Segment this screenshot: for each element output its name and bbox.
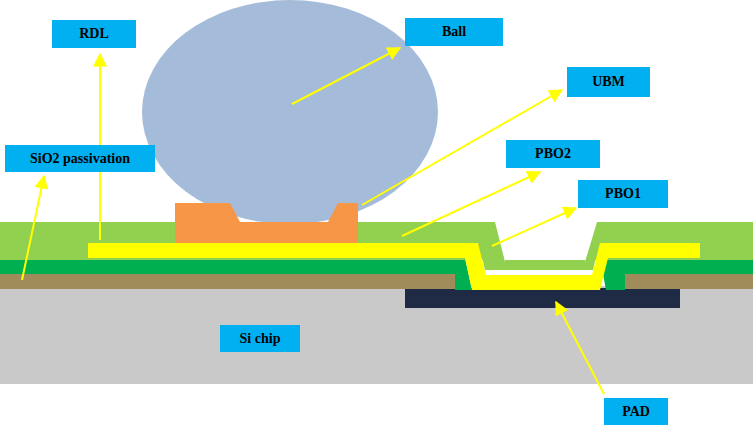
callout-box: PBO1 [578, 180, 668, 208]
callout-label: Ball [442, 24, 466, 40]
callout-box: PBO2 [506, 140, 600, 168]
solder-ball [142, 0, 438, 224]
callout-box: SiO2 passivation [5, 145, 155, 172]
ubm [175, 203, 358, 243]
sio2-passivation [0, 273, 753, 289]
callout-box: RDL [52, 20, 136, 48]
pad [405, 288, 680, 308]
callout-label: PAD [622, 404, 650, 420]
leader-lines [22, 48, 604, 394]
callout-label: SiO2 passivation [30, 151, 130, 167]
callout-box: Si chip [220, 325, 300, 352]
callout-label: PBO1 [605, 186, 641, 202]
pbo2-via-fill [479, 243, 599, 270]
callout-box: Ball [405, 18, 503, 46]
callout-label: UBM [592, 74, 625, 90]
callout-label: RDL [79, 26, 109, 42]
callout-box: UBM [567, 67, 650, 97]
callout-label: Si chip [240, 331, 281, 347]
callout-label: PBO2 [535, 146, 571, 162]
callout-box: PAD [604, 398, 668, 425]
pbo1-layer [0, 258, 753, 290]
rdl-layer [88, 243, 700, 290]
si-chip [0, 286, 753, 384]
